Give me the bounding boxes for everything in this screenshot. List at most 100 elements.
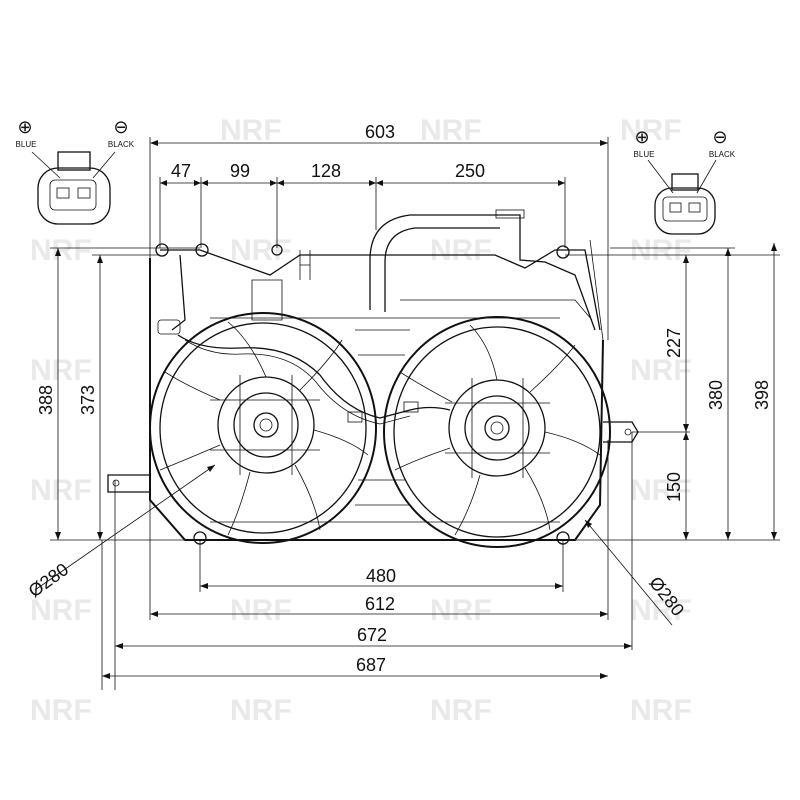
fan-ring-inner [393,326,601,538]
negative-wire-label: BLACK [108,140,135,149]
fan-blades [159,321,369,536]
blade [313,429,369,456]
negative-symbol: ⊖ [712,127,727,147]
bracket-hole [624,428,632,436]
arrow-head [200,583,208,589]
terminal-positive [56,187,70,199]
connector-cavity [662,196,708,222]
watermark-text: NRF [620,114,682,147]
bracket-hole [112,479,120,487]
arrow-head [683,255,689,263]
dimension-label: 250 [455,161,485,181]
arrow-head [201,180,208,186]
arrow-head [97,532,103,540]
pipe-inner [384,227,500,312]
negative-wire-label: BLACK [709,150,736,159]
arrow-head [150,611,158,617]
arrow-head [97,255,103,263]
positive-symbol: ⊕ [634,127,649,147]
fan-right [383,316,611,548]
arrow-head [725,248,731,256]
connector-cavity [49,179,97,211]
clip [251,279,283,321]
arrow-head [102,673,110,679]
arrow-head [624,643,632,649]
arrow-head [270,180,277,186]
clip [299,250,311,280]
terminal-positive [669,202,682,213]
leader-line [34,464,216,591]
negative-symbol: ⊖ [113,117,128,137]
arrow-head [194,180,201,186]
blade [227,321,267,378]
watermark-text: NRF [630,474,692,507]
arrow-head [585,520,592,528]
positive-leader [647,159,674,194]
fan-ring [149,312,377,544]
watermark-text: NRF [430,694,492,727]
blade [299,339,343,391]
watermark-text: NRF [630,694,692,727]
dimension-label: 388 [36,385,56,415]
negative-leader [92,151,116,179]
arrow-head [771,532,777,540]
blade [294,464,321,531]
arrow-head [160,180,167,186]
bottom-width-dimensions: 480 612 672 687 [101,432,633,690]
harness-connector [157,319,181,335]
connector-latch [671,173,699,191]
blade [399,371,453,403]
blade [454,474,481,536]
arrow-head [150,140,158,146]
mount-boss [193,531,207,545]
watermark-text: NRF [230,694,292,727]
arrow-head [115,643,123,649]
arrow-head [555,583,563,589]
blade [524,467,551,531]
blade [469,324,498,381]
mount-boss [556,531,570,545]
leader-line [584,519,673,626]
motor-housing [448,379,546,477]
right-connector: ⊕ ⊖ BLUE BLACK [634,127,736,235]
blade [227,471,251,536]
hub-center [253,412,279,438]
harness-clip [403,401,419,413]
blade [394,447,451,471]
watermark-text: NRF [430,234,492,267]
blade [159,444,221,471]
arrow-head [725,532,731,540]
terminal-negative [688,202,701,213]
arrow-head [600,673,608,679]
fan-left [149,312,377,544]
blade [544,431,601,456]
wire-harness [157,254,451,425]
arrow-head [55,532,61,540]
watermark-text: NRF [630,354,692,387]
mount-boss [155,243,169,257]
watermark-pattern: NRF NRF NRF NRF NRF NRF NRF NRF NRF NRF … [30,114,692,727]
arrow-head [771,243,777,251]
blade [164,371,221,401]
arrow-head [600,140,608,146]
top-dimension-chain: 603 47 99 128 250 [149,122,609,340]
connector-housing [654,187,716,235]
pipe-outer [369,214,596,331]
mount-boss [271,244,283,256]
arrow-head [600,611,608,617]
dimension-label: 612 [365,594,395,614]
dimension-label: 398 [752,380,772,410]
arrow-head [683,532,689,540]
right-height-dimensions: 227 150 380 398 [565,243,780,541]
watermark-text: NRF [30,474,92,507]
shaft [490,421,504,435]
mount-boss [195,243,209,257]
harness-clip [347,411,363,423]
fan-blades [394,324,601,536]
dimension-label: 687 [356,655,386,675]
watermark-text: NRF [630,234,692,267]
fan-ring [383,316,611,548]
watermark-text: NRF [230,594,292,627]
pipe-cap [495,209,525,219]
